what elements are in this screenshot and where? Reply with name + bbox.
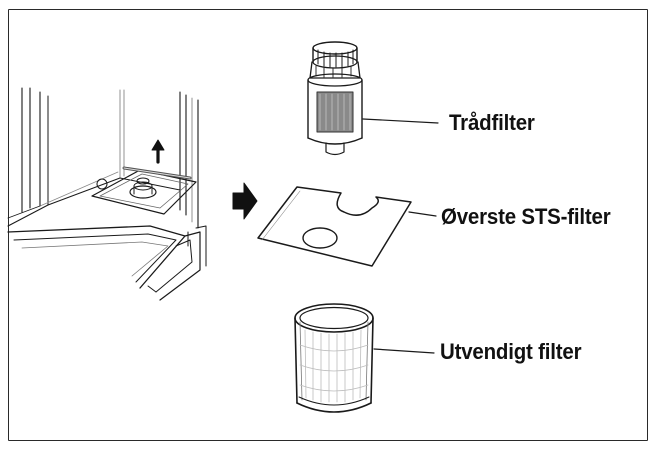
outer-filter-illustration bbox=[294, 303, 435, 413]
upper-sts-filter-label: Øverste STS-filter bbox=[441, 204, 611, 229]
outer-filter-label: Utvendigt filter bbox=[440, 339, 582, 364]
fine-filter-label: Trådfilter bbox=[449, 110, 535, 135]
upper-sts-filter-illustration bbox=[257, 186, 437, 267]
diagram-frame bbox=[8, 9, 648, 441]
direction-arrow-icon bbox=[232, 182, 258, 220]
fine-filter-illustration bbox=[307, 41, 439, 156]
dishwasher-interior-illustration bbox=[7, 87, 207, 301]
